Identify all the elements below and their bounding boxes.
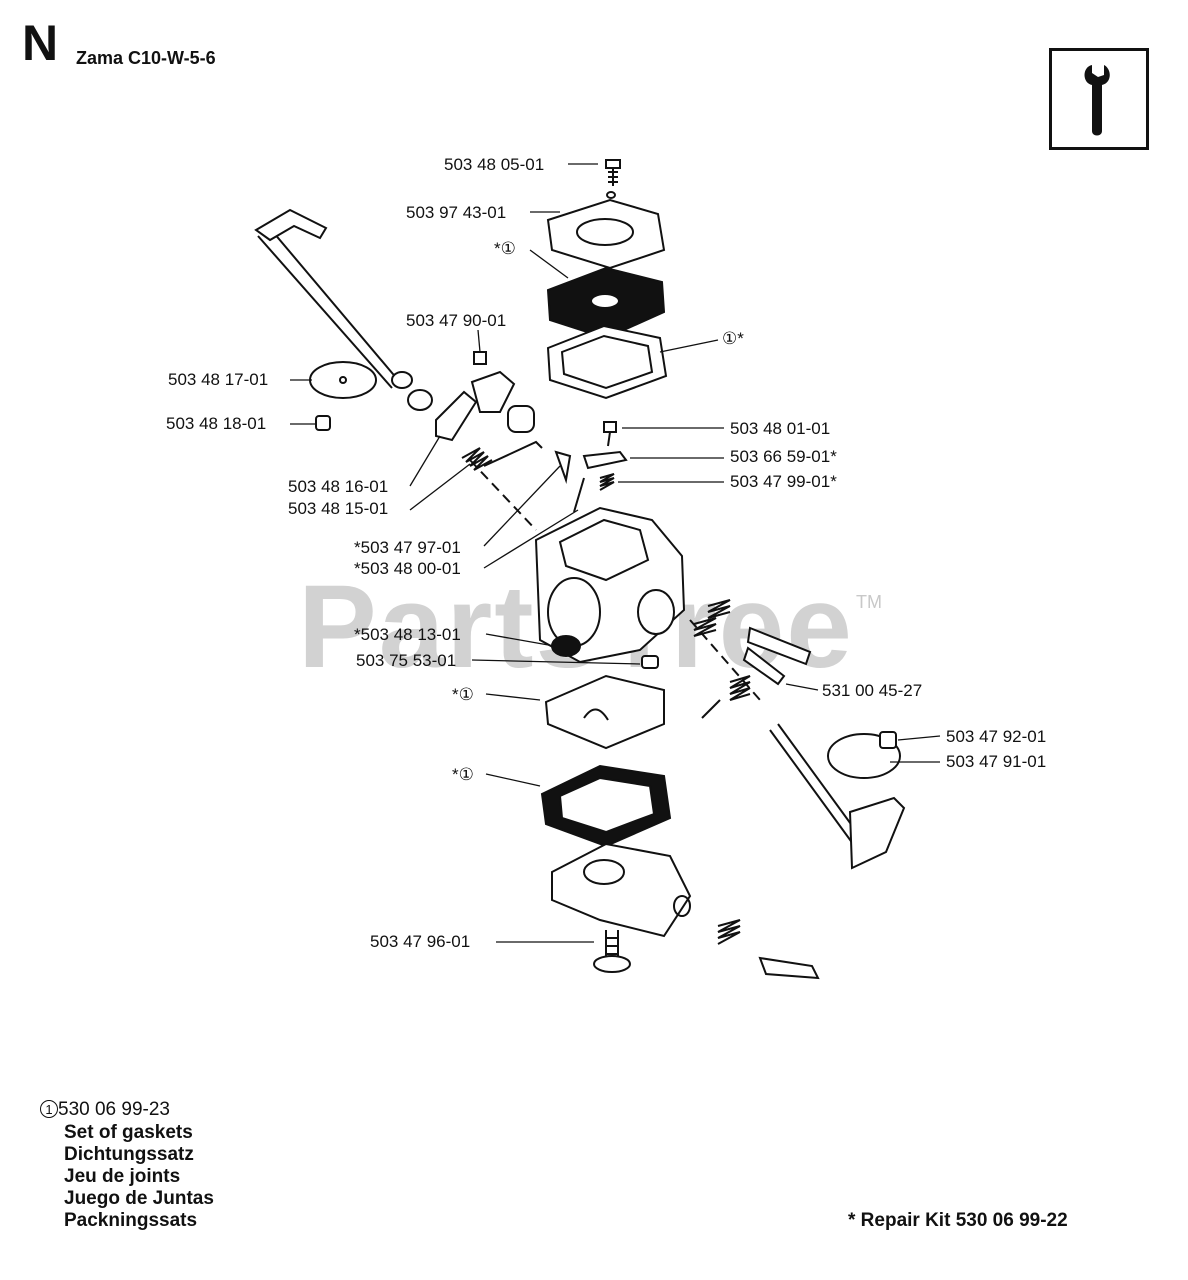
throttle-shaft <box>254 208 413 389</box>
throttle-lever <box>435 390 478 442</box>
gasket-kit-name-de: Dichtungssatz <box>64 1144 194 1165</box>
callout-503-97-43-01: 503 97 43-01 <box>406 203 507 222</box>
cover-screw <box>605 159 621 186</box>
circled-number: 1 <box>40 1100 58 1118</box>
callout-503-48-17-01: 503 48 17-01 <box>168 370 269 389</box>
callout-503-48-01-01: 503 48 01-01 <box>730 419 831 438</box>
callout-gasket-ref: *① <box>452 685 474 704</box>
wrench-icon <box>1049 48 1149 150</box>
carburetor-body <box>534 506 686 664</box>
callout-503-48-05-01: 503 48 05-01 <box>444 155 545 174</box>
callout-503-48-00-01: *503 48 00-01 <box>354 559 461 578</box>
repair-kit-note: * Repair Kit 530 06 99-22 <box>848 1210 1068 1231</box>
cover-screw-bottom <box>593 930 631 973</box>
callout-503-47-91-01: 503 47 91-01 <box>946 752 1047 771</box>
model-title: Zama C10-W-5-6 <box>76 48 216 68</box>
callout-gasket-ref: *① <box>494 239 516 258</box>
gasket-kit-name-fr: Jeu de joints <box>64 1166 181 1187</box>
callout-503-75-53-01: 503 75 53-01 <box>356 651 457 670</box>
callout-503-48-16-01: 503 48 16-01 <box>288 477 389 496</box>
gasket-kit-number: 530 06 99-23 <box>58 1099 170 1120</box>
callout-503-47-90-01: 503 47 90-01 <box>406 311 507 330</box>
callout-503-66-59-01: 503 66 59-01* <box>730 447 837 466</box>
callout-503-47-99-01: 503 47 99-01* <box>730 472 837 491</box>
callout-503-48-18-01: 503 48 18-01 <box>166 414 267 433</box>
pump-cover <box>546 198 666 270</box>
section-letter: N <box>22 15 59 71</box>
throttle-valve <box>309 361 377 399</box>
metering-gasket <box>544 674 665 750</box>
watermark-tm: TM <box>856 592 882 612</box>
callout-503-47-92-01: 503 47 92-01 <box>946 727 1047 746</box>
callout-503-47-96-01: 503 47 96-01 <box>370 932 471 951</box>
gasket-kit-name-sv: Packningssats <box>64 1210 198 1231</box>
callout-503-48-15-01: 503 48 15-01 <box>288 499 389 518</box>
gasket-kit-name-es: Juego de Juntas <box>64 1188 214 1209</box>
metering-cover <box>551 842 692 938</box>
callout-gasket-ref: ①* <box>722 329 744 348</box>
callout-gasket-ref: *① <box>452 765 474 784</box>
gasket-kit-name-en: Set of gaskets <box>64 1122 193 1143</box>
callout-503-48-13-01: *503 48 13-01 <box>354 625 461 644</box>
callout-503-47-97-01: *503 47 97-01 <box>354 538 461 557</box>
callout-531-00-45-27: 531 00 45-27 <box>822 681 923 700</box>
